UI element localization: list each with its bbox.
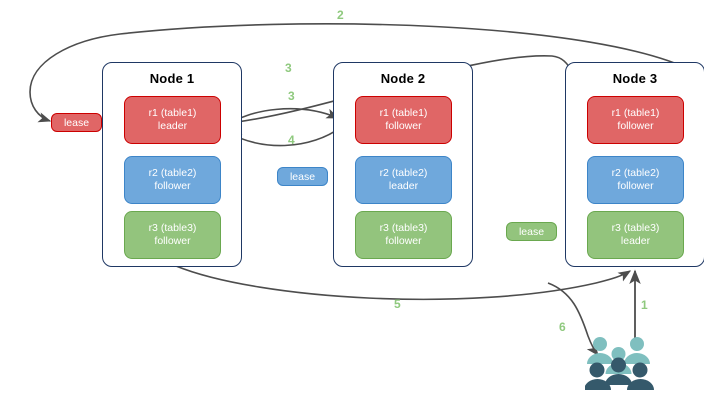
replica-name: r1 (table1) [379,107,428,119]
node-title: Node 3 [612,71,658,86]
step-label-4: 4 [288,133,295,147]
step-label-2: 2 [337,8,344,22]
replica-role: leader [388,180,419,192]
node-title: Node 2 [380,71,426,86]
replica-role: leader [620,235,651,247]
edge-5 [175,265,632,301]
edge-2 [29,23,696,123]
step-label-5: 5 [394,297,401,311]
replica-name: r1 (table1) [148,107,197,119]
replica-role: follower [617,120,654,132]
step-label-6: 6 [559,320,566,334]
replica-node2-r3[interactable]: r3 (table3) follower [355,211,452,259]
node-container-node3[interactable]: Node 3 r1 (table1) follower r2 (table2) … [565,62,704,267]
node-title: Node 1 [149,71,195,86]
lease-chip-blue[interactable]: lease [277,167,328,186]
edge-4 [228,124,345,147]
replica-name: r1 (table1) [611,107,660,119]
replica-node1-r2[interactable]: r2 (table2) follower [124,156,221,204]
replica-node1-r1[interactable]: r1 (table1) leader [124,96,221,144]
step-label-3b: 3 [288,89,295,103]
replica-name: r3 (table3) [379,222,428,234]
replica-role: leader [157,120,188,132]
replica-role: follower [385,235,422,247]
replica-name: r3 (table3) [611,222,660,234]
step-label-1: 1 [641,298,648,312]
node-container-node2[interactable]: Node 2 r1 (table1) follower r2 (table2) … [333,62,473,267]
edge-6 [547,282,599,356]
step-label-3a: 3 [285,61,292,75]
replica-node3-r1[interactable]: r1 (table1) follower [587,96,684,144]
replica-role: follower [154,235,191,247]
replica-node2-r1[interactable]: r1 (table1) follower [355,96,452,144]
replica-name: r2 (table2) [611,167,660,179]
replica-node1-r3[interactable]: r3 (table3) follower [124,211,221,259]
replica-name: r2 (table2) [379,167,428,179]
lease-chip-red[interactable]: lease [51,113,102,132]
replica-name: r3 (table3) [148,222,197,234]
users-icon [585,337,654,390]
node-container-node1[interactable]: Node 1 r1 (table1) leader r2 (table2) fo… [102,62,242,267]
lease-chip-green[interactable]: lease [506,222,557,241]
replica-node2-r2[interactable]: r2 (table2) leader [355,156,452,204]
replica-name: r2 (table2) [148,167,197,179]
replica-role: follower [617,180,654,192]
replica-node3-r2[interactable]: r2 (table2) follower [587,156,684,204]
replica-role: follower [154,180,191,192]
replica-role: follower [385,120,422,132]
replica-node3-r3[interactable]: r3 (table3) leader [587,211,684,259]
